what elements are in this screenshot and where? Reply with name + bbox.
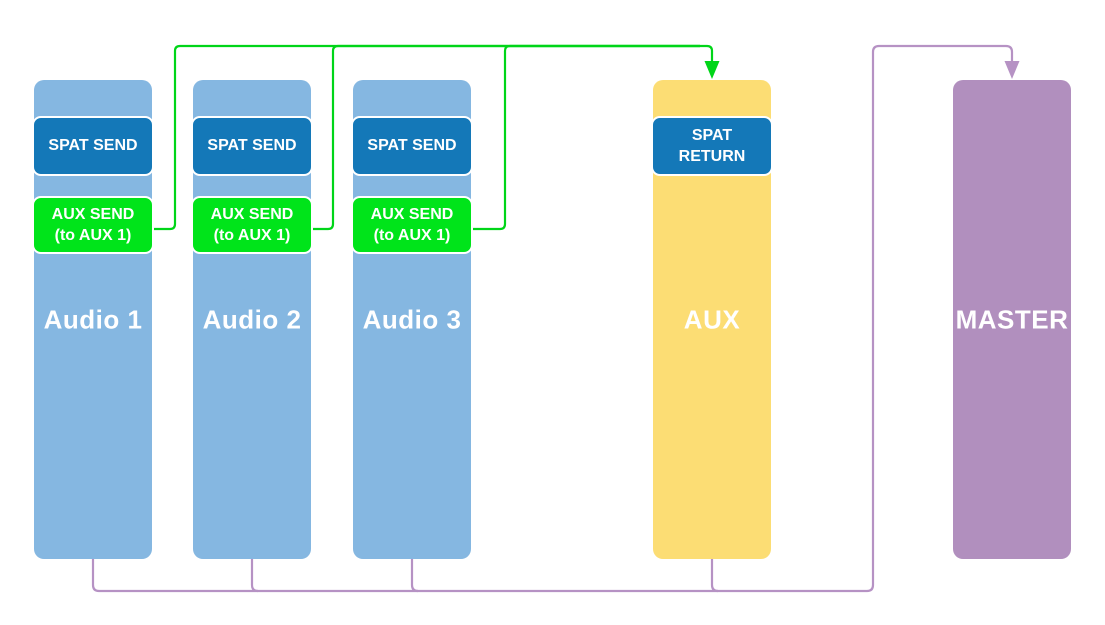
spat-send-badge-audio-3: SPAT SEND: [351, 116, 473, 176]
channel-audio-1: SPAT SEND AUX SEND (to AUX 1) Audio 1: [32, 80, 154, 559]
spat-send-label: SPAT SEND: [48, 137, 138, 155]
arrow-down-aux-icon: [704, 61, 720, 79]
channel-label-audio-2: Audio 2: [202, 304, 302, 334]
channel-label-audio-3: Audio 3: [362, 304, 462, 334]
aux-send-badge-audio-1: AUX SEND (to AUX 1): [32, 196, 154, 254]
spat-return-badge-aux: SPAT RETURN: [651, 116, 773, 176]
spat-return-label-line1: SPAT: [691, 126, 733, 144]
wire-auxsend1-to-aux: [150, 44, 714, 231]
wire-auxsend2-to-aux: [311, 44, 700, 231]
wire-aux-to-master: [710, 559, 719, 593]
channel-label-audio-1: Audio 1: [43, 304, 143, 334]
arrow-down-master-icon: [1004, 61, 1020, 79]
spat-return-label-line2: RETURN: [678, 148, 746, 165]
channel-audio-3: SPAT SEND AUX SEND (to AUX 1) Audio 3: [351, 80, 473, 559]
green-routing-to-aux: [150, 44, 720, 231]
purple-routing-to-master: [91, 44, 1020, 593]
channel-master: MASTER: [953, 80, 1071, 559]
wire-audio1-to-master: [91, 44, 1014, 593]
channel-audio-2: SPAT SEND AUX SEND (to AUX 1) Audio 2: [191, 80, 313, 559]
spat-send-label: SPAT SEND: [367, 137, 457, 155]
aux-send-label-line1: AUX SEND: [51, 205, 135, 223]
aux-send-badge-audio-3: AUX SEND (to AUX 1): [351, 196, 473, 254]
wire-audio3-to-master: [410, 559, 419, 593]
channel-label-aux: AUX: [683, 304, 741, 334]
aux-send-badge-audio-2: AUX SEND (to AUX 1): [191, 196, 313, 254]
channel-label-master: MASTER: [955, 304, 1069, 334]
aux-send-label-line2: (to AUX 1): [373, 227, 451, 244]
aux-send-label-line2: (to AUX 1): [213, 227, 291, 244]
aux-send-label-line1: AUX SEND: [210, 205, 294, 223]
aux-send-label-line2: (to AUX 1): [54, 227, 132, 244]
spat-send-badge-audio-2: SPAT SEND: [191, 116, 313, 176]
wire-auxsend3-to-aux: [471, 44, 700, 231]
channel-aux: SPAT RETURN AUX: [651, 80, 773, 559]
wire-audio2-to-master: [250, 559, 259, 593]
spat-send-label: SPAT SEND: [207, 137, 297, 155]
aux-send-label-line1: AUX SEND: [370, 205, 454, 223]
spat-send-badge-audio-1: SPAT SEND: [32, 116, 154, 176]
